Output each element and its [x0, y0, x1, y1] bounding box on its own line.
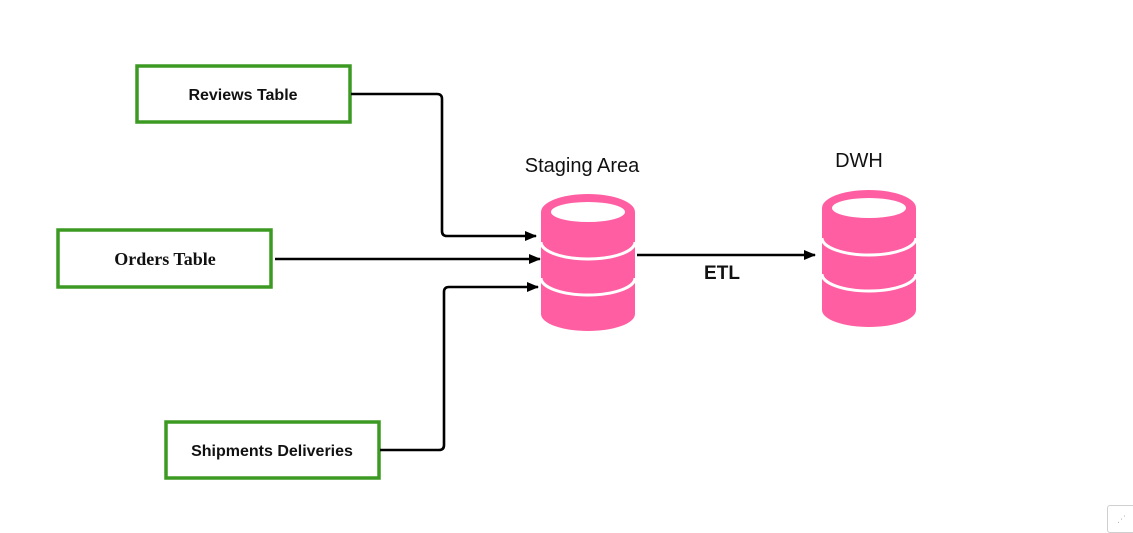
source-orders-table[interactable]: Orders Table [56, 228, 273, 289]
dwh-database-icon[interactable] [820, 190, 918, 327]
staging-area-label: Staging Area [525, 155, 640, 177]
source-box [164, 420, 381, 480]
etl-label: ETL [704, 263, 740, 284]
source-box [56, 228, 273, 289]
source-label: Shipments Deliveries [191, 443, 353, 460]
staging-database-icon[interactable] [539, 194, 637, 331]
source-box [135, 64, 352, 124]
source-label: Orders Table [114, 249, 216, 269]
resize-grip-icon[interactable]: ⋰ [1107, 505, 1133, 533]
dwh-label: DWH [835, 150, 883, 172]
connector-arrow-shipments [380, 282, 539, 452]
source-shipments-deliveries[interactable]: Shipments Deliveries [164, 420, 381, 480]
source-reviews-table[interactable]: Reviews Table [135, 64, 352, 124]
connector-arrow-reviews [351, 92, 537, 241]
source-label: Reviews Table [188, 87, 297, 104]
